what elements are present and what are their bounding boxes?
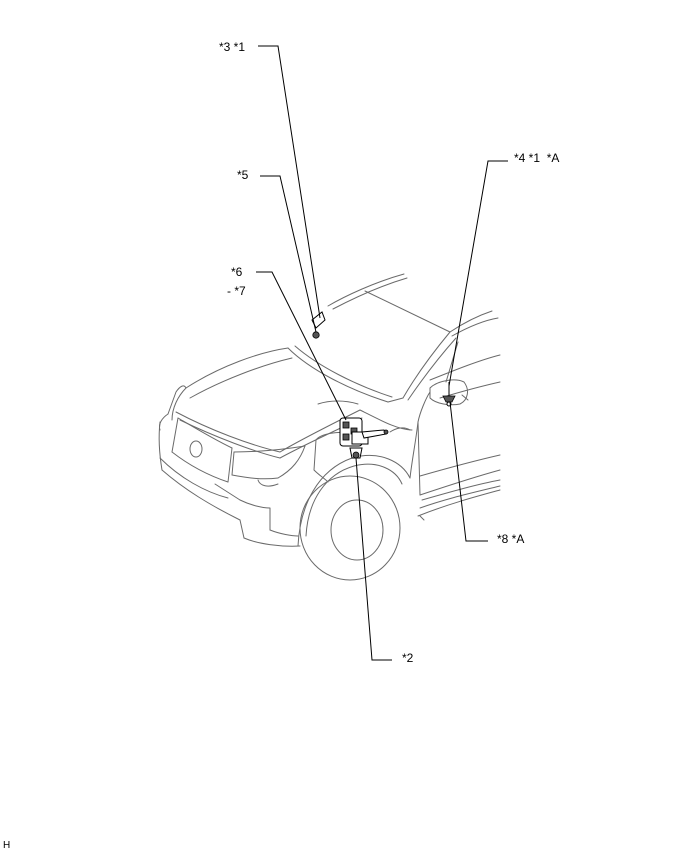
callout-c2: *2 <box>402 651 414 665</box>
vehicle-illustration <box>158 273 501 581</box>
leader-c5 <box>260 175 317 333</box>
leader-c8-A <box>449 401 488 542</box>
leader-c2 <box>355 457 392 661</box>
leader-c4-1-A <box>448 160 508 387</box>
callout-c3-1: *3 *1 <box>219 40 245 54</box>
callout-c4-1-A: *4 *1 *A <box>514 151 559 165</box>
callout-c5: *5 <box>237 168 249 182</box>
leader-c3-1 <box>258 45 321 319</box>
callout-labels: *3 *1 *5 *6 - *7 *4 *1 *A *8 *A *2 <box>219 40 559 665</box>
callout-c7: - *7 <box>227 284 246 298</box>
corner-mark: H <box>3 840 10 851</box>
actuator-assembly-part <box>339 417 389 459</box>
leader-c6 <box>256 271 347 421</box>
callout-c6: *6 <box>231 265 243 279</box>
callout-c8-A: *8 *A <box>497 532 524 546</box>
leader-lines <box>256 45 508 661</box>
